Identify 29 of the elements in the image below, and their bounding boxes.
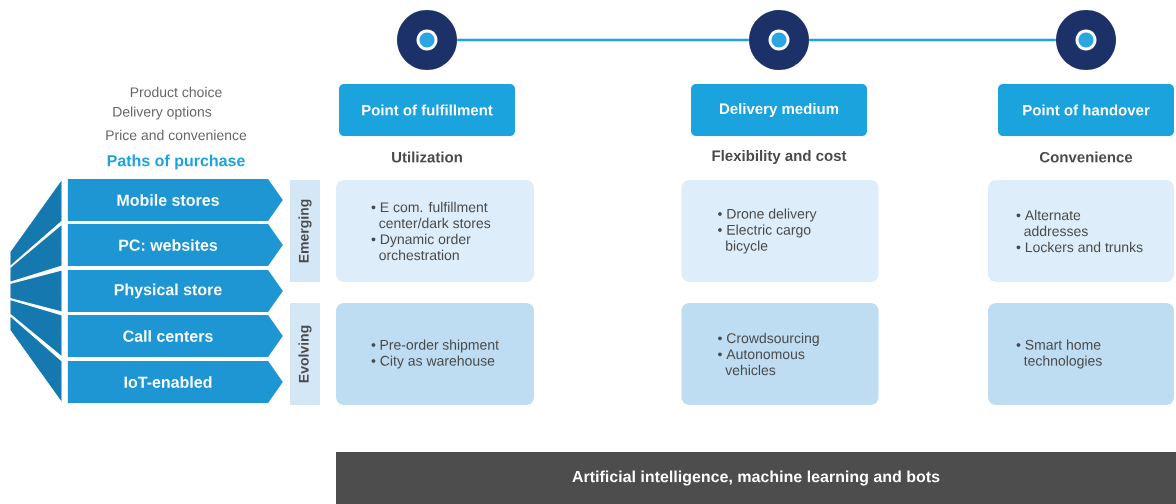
bullet-box: • Crowdsourcing • Autonomous vehicles (681, 303, 879, 405)
channel-banner: Mobile stores (67, 179, 283, 221)
timeline-circle (749, 10, 809, 70)
timeline-circle (397, 10, 457, 70)
bullet-box: • Alternate addresses • Lockers and trunks (988, 180, 1174, 282)
stage-subtitle: Utilization (392, 151, 462, 163)
channel-banner: Physical store (67, 270, 283, 312)
stage-box: Point of fulfillment (339, 84, 515, 136)
bullet-box: • Drone delivery • Electric cargo bicycle (681, 180, 879, 282)
stage-box: Point of handover (998, 84, 1174, 136)
note-text: Price and convenience (106, 129, 247, 141)
channel-banner: PC: websites (67, 224, 283, 266)
bullet-box: • Pre-order shipment • City as warehouse (336, 303, 534, 405)
channel-banner: Call centers (67, 315, 283, 357)
stage-subtitle: Flexibility and cost (712, 150, 847, 164)
footer-bar: Artificial intelligence, machine learning and bots (336, 452, 1176, 504)
note-text: Product choice (130, 86, 222, 98)
section-heading: Paths of purchase (107, 154, 245, 170)
row-label: Emerging (290, 180, 320, 282)
note-text: Delivery options (113, 106, 212, 120)
row-label: Evolving (290, 303, 320, 405)
timeline-circle (1056, 10, 1116, 70)
connector-line (457, 38, 749, 42)
stage-subtitle: Convenience (1039, 151, 1133, 163)
bullet-box: • E com. fulfillment center/dark stores • Dynamic order orchestration (336, 180, 534, 282)
channel-banner: IoT-enabled (67, 361, 283, 403)
stage-box: Delivery medium (691, 84, 867, 136)
bullet-box: • Smart home technologies (988, 303, 1174, 405)
connector-line (809, 38, 1056, 42)
